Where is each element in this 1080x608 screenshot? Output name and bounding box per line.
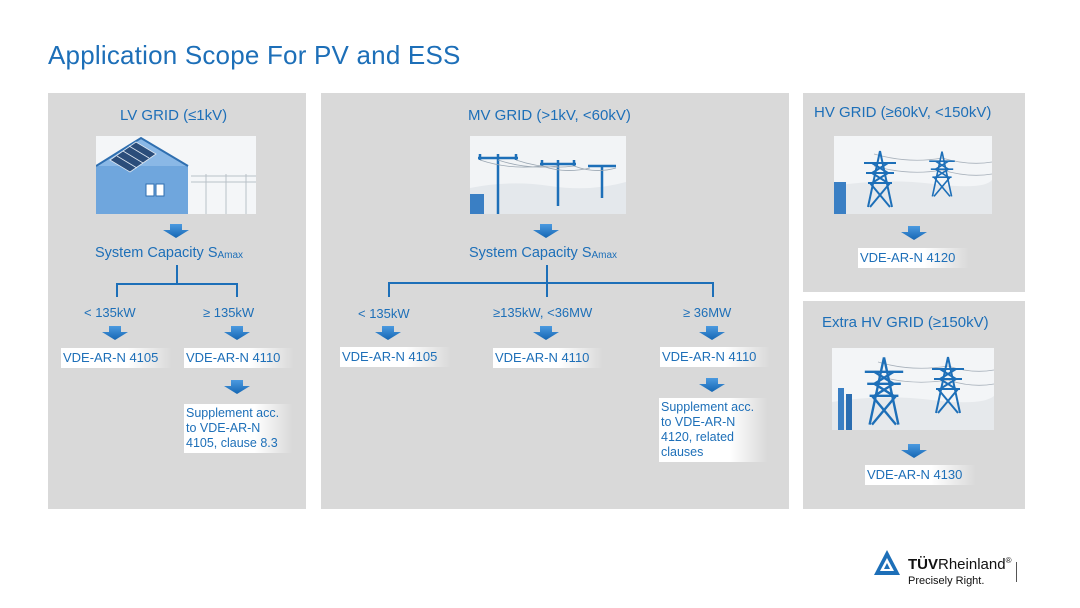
lv-connector-vertical bbox=[176, 265, 178, 284]
brand-bold: TÜV bbox=[908, 556, 938, 573]
lv-capacity-sub: Amax bbox=[217, 250, 244, 261]
tuv-triangle-icon bbox=[874, 550, 900, 575]
mv-branch-2: ≥135kW, <36MW bbox=[493, 305, 593, 320]
mv-arrow-branch-3 bbox=[699, 326, 725, 340]
mv-connector-1 bbox=[388, 282, 390, 297]
mv-poles-image bbox=[470, 136, 626, 214]
lv-supplement-note: Supplement acc. to VDE-AR-N 4105, clause… bbox=[184, 404, 294, 453]
mv-standard-3: VDE-AR-N 4110 bbox=[660, 347, 771, 367]
mv-arrow-supplement bbox=[699, 378, 725, 392]
mv-connector-3 bbox=[712, 282, 714, 297]
mv-connector-horizontal bbox=[388, 282, 714, 284]
ehv-arrow bbox=[901, 444, 927, 458]
mv-standard-2: VDE-AR-N 4110 bbox=[493, 348, 604, 368]
lv-grid-title: LV GRID (≤1kV) bbox=[120, 107, 228, 124]
mv-system-capacity: System Capacity SAmax bbox=[469, 245, 617, 261]
lv-standard-left: VDE-AR-N 4105 bbox=[61, 348, 173, 368]
lv-system-capacity: System Capacity SAmax bbox=[95, 245, 243, 261]
hv-standard: VDE-AR-N 4120 bbox=[858, 248, 970, 268]
mv-arrow-branch-1 bbox=[375, 326, 401, 340]
mv-connector-vertical bbox=[546, 265, 548, 283]
mv-connector-2 bbox=[546, 282, 548, 297]
lv-arrow-right bbox=[224, 326, 250, 340]
ehv-grid-title: Extra HV GRID (≥150kV) bbox=[822, 314, 989, 331]
ehv-standard: VDE-AR-N 4130 bbox=[865, 465, 977, 485]
lv-capacity-label: System Capacity S bbox=[95, 245, 218, 261]
mv-branch-3: ≥ 36MW bbox=[683, 305, 732, 320]
mv-supplement-note: Supplement acc. to VDE-AR-N 4120, relate… bbox=[659, 398, 769, 462]
lv-standard-right: VDE-AR-N 4110 bbox=[184, 348, 295, 368]
lv-arrow-1 bbox=[163, 224, 189, 238]
page-divider bbox=[1016, 562, 1017, 582]
house-solar-image bbox=[96, 136, 256, 214]
brand-rest: Rheinland bbox=[938, 556, 1006, 573]
hv-towers-image bbox=[834, 136, 992, 214]
lv-branch-right: ≥ 135kW bbox=[203, 305, 255, 320]
ehv-towers-image bbox=[832, 348, 994, 430]
lv-arrow-supplement bbox=[224, 380, 250, 394]
hv-arrow bbox=[901, 226, 927, 240]
lv-connector-right bbox=[236, 283, 238, 297]
hv-grid-title: HV GRID (≥60kV, <150kV) bbox=[814, 104, 992, 121]
lv-connector-horizontal bbox=[116, 283, 238, 285]
mv-arrow-branch-2 bbox=[533, 326, 559, 340]
page-title: Application Scope For PV and ESS bbox=[48, 40, 461, 70]
tuv-tagline: Precisely Right. bbox=[908, 575, 985, 587]
mv-grid-title: MV GRID (>1kV, <60kV) bbox=[468, 107, 631, 124]
brand-reg: ® bbox=[1005, 556, 1012, 565]
lv-connector-left bbox=[116, 283, 118, 297]
mv-branch-1: < 135kW bbox=[358, 306, 410, 321]
mv-capacity-label: System Capacity S bbox=[469, 245, 592, 261]
mv-capacity-sub: Amax bbox=[591, 250, 618, 261]
lv-arrow-left bbox=[102, 326, 128, 340]
lv-branch-left: < 135kW bbox=[84, 305, 136, 320]
mv-standard-1: VDE-AR-N 4105 bbox=[340, 347, 452, 367]
tuv-brand: TÜVRheinland® bbox=[908, 556, 1011, 573]
mv-arrow-1 bbox=[533, 224, 559, 238]
